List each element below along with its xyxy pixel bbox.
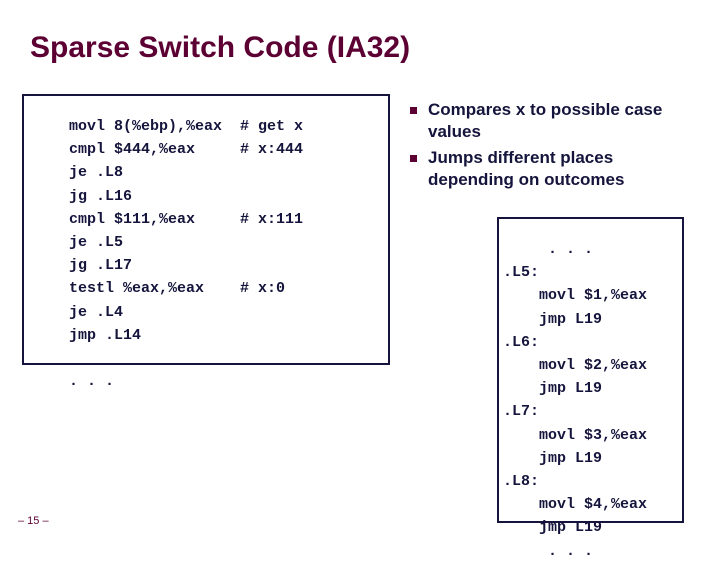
square-bullet-icon: [410, 155, 417, 162]
list-item: Compares x to possible case values: [410, 99, 710, 143]
square-bullet-icon: [410, 107, 417, 114]
list-item-label: Jumps different places depending on outc…: [428, 148, 625, 189]
bullet-list: Compares x to possible case values Jumps…: [410, 99, 710, 195]
page-number: – 15 –: [18, 515, 49, 527]
left-code-text: movl 8(%ebp),%eax # get x cmpl $444,%eax…: [69, 118, 304, 391]
list-item-label: Compares x to possible case values: [428, 100, 663, 141]
list-item: Jumps different places depending on outc…: [410, 147, 710, 191]
right-code-text: . . . .L5: movl $1,%eax jmp L19 .L6: mov…: [503, 241, 648, 560]
right-code-block: . . . .L5: movl $1,%eax jmp L19 .L6: mov…: [497, 217, 684, 560]
left-code-block: movl 8(%ebp),%eax # get x cmpl $444,%eax…: [22, 94, 390, 390]
page-title: Sparse Switch Code (IA32): [30, 31, 411, 64]
